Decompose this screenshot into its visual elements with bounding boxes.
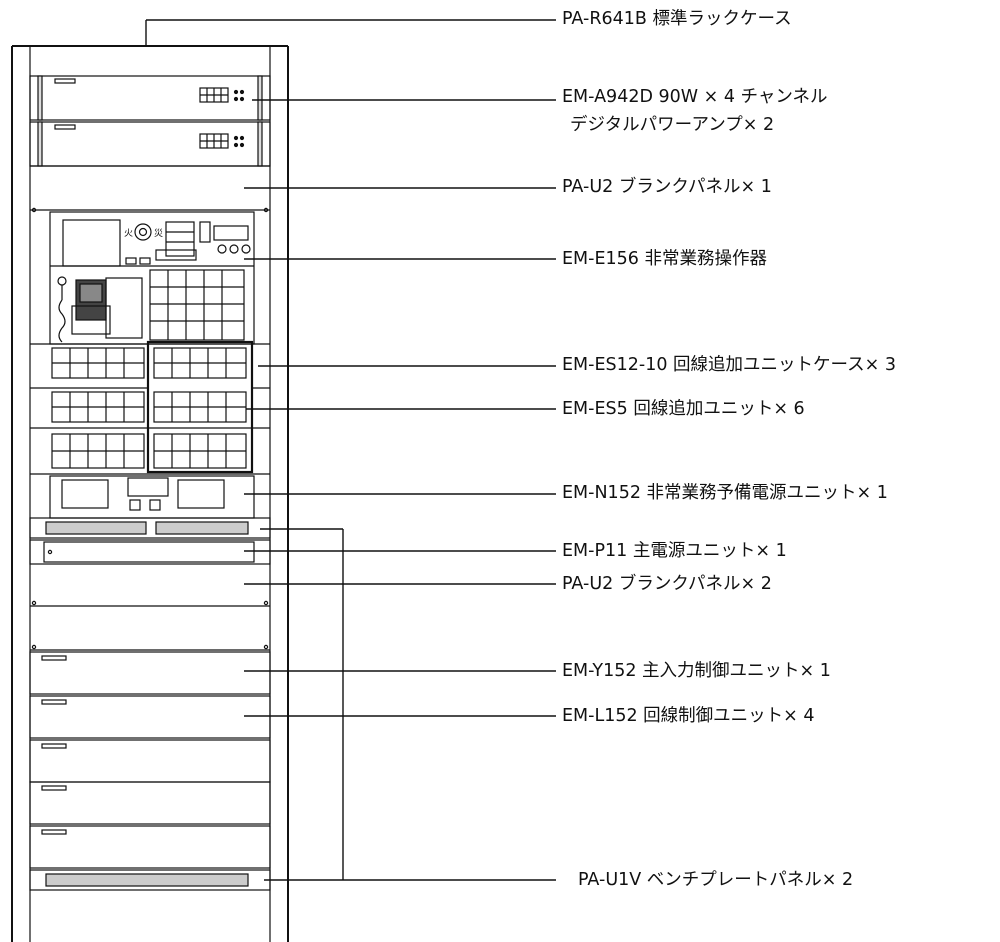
label-rack-case: PA-R641B 標準ラックケース [562,9,792,29]
main-input-unit [29,651,271,695]
label-amplifier-line2: デジタルパワーアンプ× 2 [570,115,775,135]
backup-power-unit [49,475,255,519]
label-blank-panel-top: PA-U2 ブランクパネル× 1 [562,177,772,197]
label-backup-power: EM-N152 非常業務予備電源ユニット× 1 [562,483,888,503]
main-power-unit [29,539,271,565]
leader-lines [146,19,556,881]
lower-blank-panels [30,600,270,651]
label-operator: EM-E156 非常業務操作器 [562,249,767,269]
label-amplifier: EM-A942D 90W × 4 チャンネル [562,87,828,107]
label-es5: EM-ES5 回線追加ユニット× 6 [562,399,805,419]
line-control-units [29,695,271,869]
panel-text-fire-left: 火 [124,228,133,239]
label-blank-panel-lower: PA-U2 ブランクパネル× 2 [562,574,772,594]
label-bench-panel: PA-U1V ベンチプレートパネル× 2 [578,870,854,890]
operator-unit [49,211,255,345]
label-case: EM-ES12-10 回線追加ユニットケース× 3 [562,355,897,375]
amplifier-units [29,75,271,167]
label-main-power: EM-P11 主電源ユニット× 1 [562,541,787,561]
rack-frame [11,20,289,942]
vent-panel-upper [29,517,271,539]
blank-panel-top [30,165,270,213]
vent-panel-lower [29,869,271,891]
panel-text-fire-right: 災 [154,228,163,239]
label-main-input: EM-Y152 主入力制御ユニット× 1 [562,661,831,681]
label-line-control: EM-L152 回線制御ユニット× 4 [562,706,815,726]
line-addition-units [30,269,270,475]
